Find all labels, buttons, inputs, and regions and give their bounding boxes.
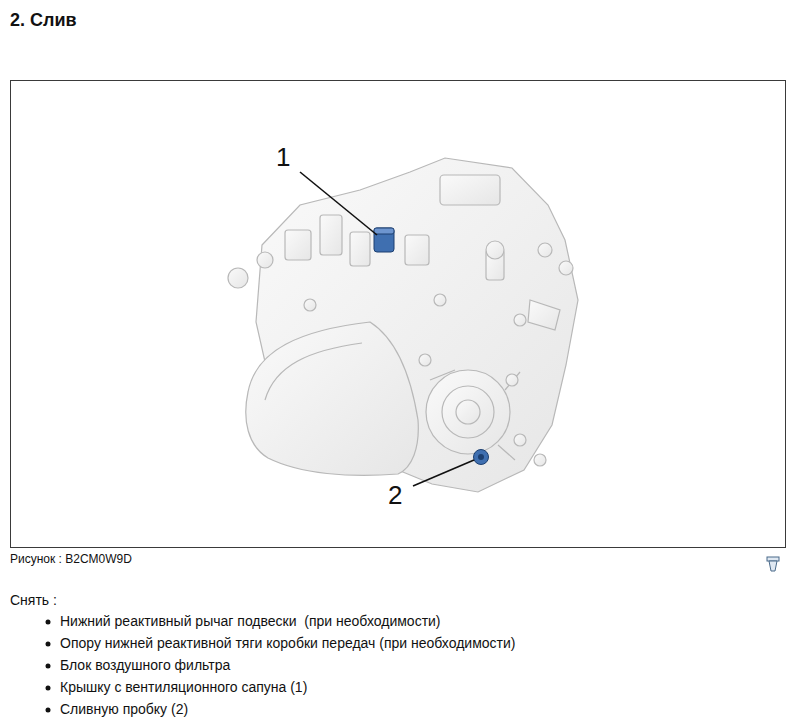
leader-line — [300, 172, 377, 235]
list-item: Опору нижней реактивной тяги коробки пер… — [60, 635, 515, 652]
callout-number: 2 — [388, 480, 402, 511]
print-icon — [767, 557, 779, 571]
breather-cap — [374, 228, 394, 252]
list-item: Блок воздушного фильтра — [60, 657, 230, 674]
section-heading: Снять : — [10, 592, 57, 609]
drain-plug — [474, 450, 489, 465]
callout-number: 1 — [276, 142, 290, 173]
list-item: Нижний реактивный рычаг подвески (при не… — [60, 613, 441, 630]
figure-caption: Рисунок : B2CM0W9D — [10, 552, 132, 566]
list-bullet — [46, 620, 51, 713]
list-item: Крышку с вентиляционного сапуна (1) — [60, 679, 307, 696]
leader-line — [413, 460, 474, 486]
page-title: 2. Слив — [10, 10, 77, 32]
gearbox-housing — [228, 158, 578, 492]
figure-frame — [11, 81, 786, 548]
list-item: Сливную пробку (2) — [60, 701, 188, 718]
